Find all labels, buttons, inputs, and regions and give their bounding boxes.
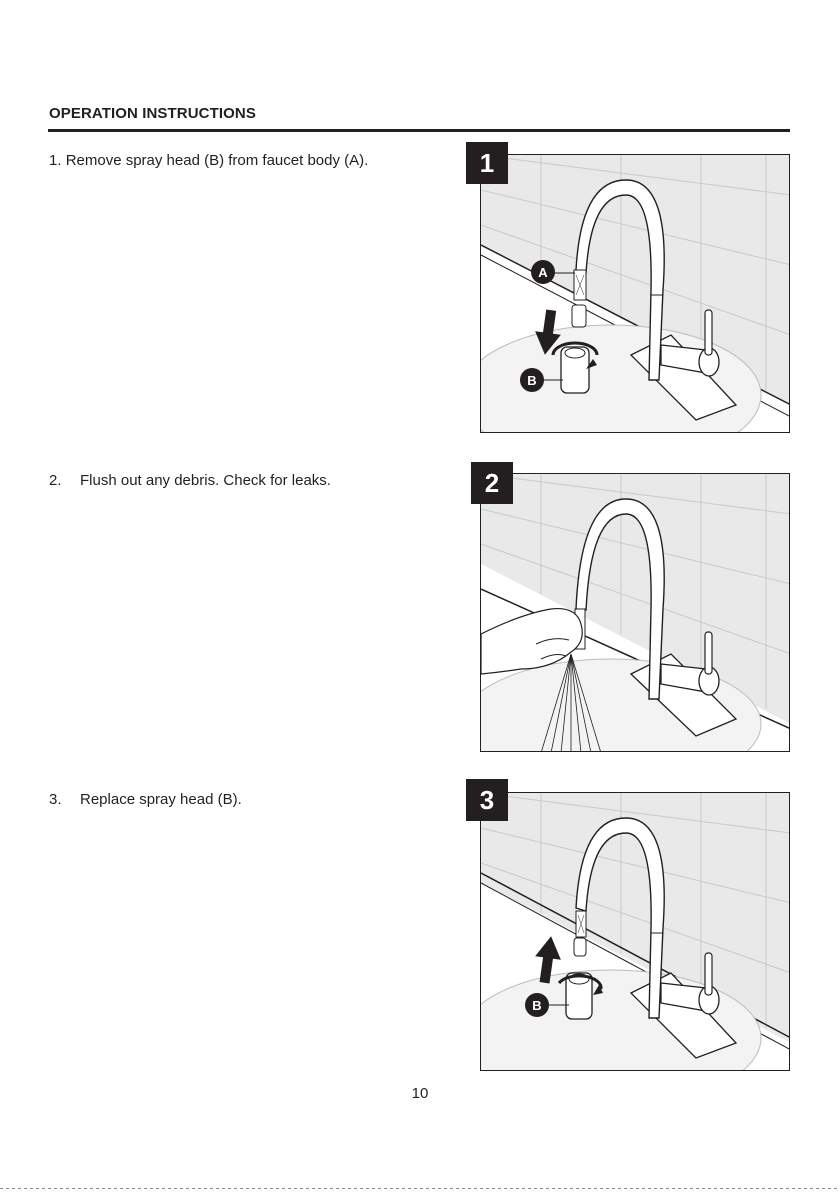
callout-a-label: A bbox=[538, 265, 548, 280]
figure-3-badge: 3 bbox=[466, 779, 508, 821]
callout-b-label: B bbox=[532, 998, 541, 1013]
page-number: 10 bbox=[0, 1085, 840, 1102]
figure-2-badge: 2 bbox=[471, 462, 513, 504]
faucet-replace-illustration: B bbox=[481, 793, 790, 1071]
step-2: 2.Flush out any debris. Check for leaks. bbox=[49, 472, 331, 489]
step-3-text: Replace spray head (B). bbox=[80, 791, 242, 808]
faucet-flush-illustration bbox=[481, 474, 790, 752]
step-1-number: 1. bbox=[49, 152, 62, 169]
section-heading: OPERATION INSTRUCTIONS bbox=[49, 105, 256, 122]
faucet-removal-illustration: A B bbox=[481, 155, 790, 433]
step-3-number: 3. bbox=[49, 791, 80, 808]
heading-rule bbox=[48, 129, 790, 132]
figure-1-illustration: A B bbox=[480, 154, 790, 433]
callout-b-label: B bbox=[527, 373, 536, 388]
step-1-text: Remove spray head (B) from faucet body (… bbox=[66, 152, 369, 169]
page-edge-divider bbox=[0, 1188, 840, 1189]
step-3: 3.Replace spray head (B). bbox=[49, 791, 242, 808]
figure-1-badge: 1 bbox=[466, 142, 508, 184]
figure-2-illustration bbox=[480, 473, 790, 752]
step-2-number: 2. bbox=[49, 472, 80, 489]
figure-3-illustration: B bbox=[480, 792, 790, 1071]
step-1: 1. Remove spray head (B) from faucet bod… bbox=[49, 152, 368, 169]
step-2-text: Flush out any debris. Check for leaks. bbox=[80, 472, 331, 489]
